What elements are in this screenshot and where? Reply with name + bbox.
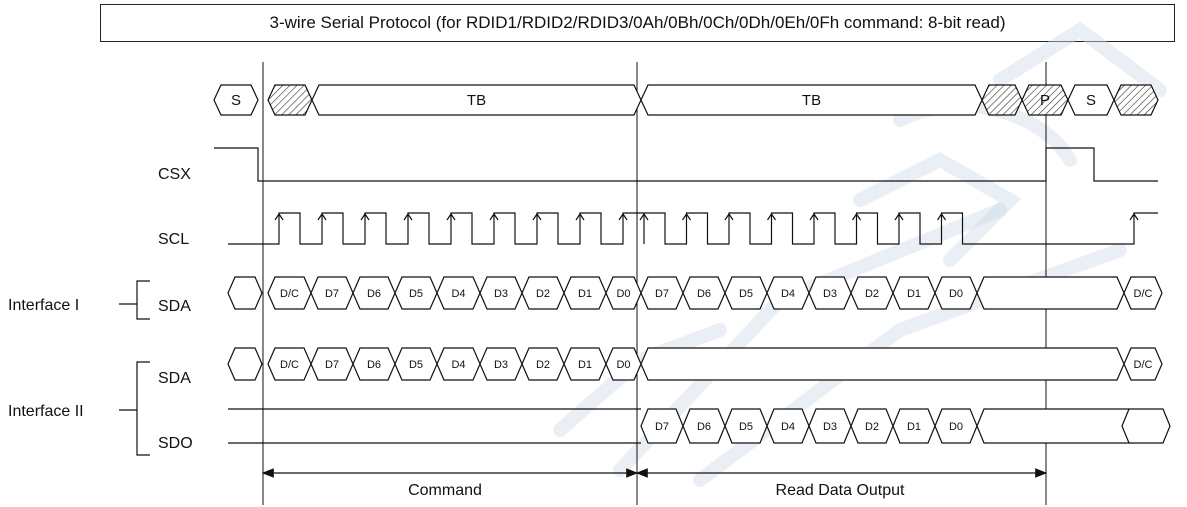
sda-interface-1-cmd-bit-label-7: D1 [578, 288, 592, 300]
sda-interface-2-cmd-bit-label-0: D/C [280, 359, 299, 371]
bus-hatched-cell-1 [267, 84, 313, 116]
sdo-read-bit-label-3: D4 [781, 421, 795, 433]
sda-interface-1-cmd-bit-label-8: D0 [616, 288, 630, 300]
sda-interface-1-cmd-bit-label-0: D/C [280, 288, 299, 300]
sda-interface-1-read-bit-label-1: D6 [697, 288, 711, 300]
scl-rising-edge-arrow-1 [317, 212, 327, 221]
bus-start-cell [213, 84, 259, 116]
sda-interface-1-trailing-label: D/C [1134, 288, 1153, 300]
sdo-idle-cell [976, 408, 1137, 444]
sda-interface-1-read-bit-label-6: D1 [907, 288, 921, 300]
bus-start-label: S [231, 92, 241, 109]
bus-hatched-cell-3 [1113, 84, 1159, 116]
scl-rising-edge-arrow-10 [682, 212, 691, 221]
sdo-read-bit-label-4: D3 [823, 421, 837, 433]
diagram-title: 3-wire Serial Protocol (for RDID1/RDID2/… [100, 4, 1175, 42]
sdo-read-bit-label-5: D2 [865, 421, 879, 433]
csx-waveform [214, 147, 1158, 182]
sdo-read-bit-label-6: D1 [907, 421, 921, 433]
signal-label-scl: SCL [158, 231, 190, 248]
scl-rising-edge-arrow-12 [767, 212, 776, 221]
interface-label-1: Interface I [8, 297, 80, 314]
scl-rising-edge-arrow-5 [489, 212, 499, 221]
read-phase-label: Read Data Output [776, 482, 906, 499]
signal-label-sda-interface-2: SDA [158, 370, 191, 387]
scl-rising-edge-arrow-2 [360, 212, 370, 221]
sda-interface-1-read-bit-label-2: D5 [739, 288, 753, 300]
sda-interface-1-read-bit-label-5: D2 [865, 288, 879, 300]
signal-label-csx: CSX [158, 166, 191, 183]
interface-2-bracket [136, 361, 150, 456]
sda-interface-2-cmd-bit-label-4: D4 [451, 359, 465, 371]
scl-rising-edge-arrow-16 [937, 212, 946, 221]
sdo-read-bit-label-0: D7 [655, 421, 669, 433]
sda-interface-2-trailing-label: D/C [1134, 359, 1153, 371]
bus-stop-label: P [1040, 92, 1050, 109]
bus-restart-label: S [1086, 92, 1096, 109]
sda-interface-2-leading-cell [227, 347, 263, 381]
bus-hatched-cell-2 [981, 84, 1023, 116]
sdo-read-bit-label-2: D5 [739, 421, 753, 433]
sda-interface-1-cmd-bit-label-5: D3 [494, 288, 508, 300]
sda-interface-1-cmd-bit-label-2: D6 [367, 288, 381, 300]
sda-interface-1-read-bit-label-3: D4 [781, 288, 795, 300]
scl-rising-edge-arrow-3 [403, 212, 413, 221]
bus-tb-label-2: TB [802, 92, 821, 109]
watermark-stroke-3 [853, 152, 1022, 267]
command-phase-label: Command [408, 482, 482, 499]
sda-interface-1-read-bit-label-0: D7 [655, 288, 669, 300]
interface-1-bracket [136, 280, 150, 320]
scl-rising-edge-arrow-9 [639, 212, 649, 221]
diagram-title-text: 3-wire Serial Protocol (for RDID1/RDID2/… [269, 13, 1006, 32]
sda-interface-1-leading-cell [227, 276, 263, 310]
scl-rising-edge-arrow-8 [618, 212, 628, 221]
sda-interface-2-idle-cell [640, 347, 1125, 381]
sda-interface-1-cmd-bit-label-6: D2 [536, 288, 550, 300]
signal-label-sdo: SDO [158, 435, 193, 452]
sdo-read-bit-label-1: D6 [697, 421, 711, 433]
scl-rising-edge-arrow-6 [532, 212, 542, 221]
scl-rising-edge-arrow-11 [724, 212, 734, 221]
sda-interface-1-read-bit-label-7: D0 [949, 288, 963, 300]
sda-interface-1-cmd-bit-label-3: D5 [409, 288, 423, 300]
scl-rising-edge-arrow-15 [894, 212, 904, 221]
signal-label-sda-interface-1: SDA [158, 298, 191, 315]
sda-interface-1-idle-cell [976, 276, 1125, 310]
sda-interface-2-cmd-bit-label-3: D5 [409, 359, 423, 371]
sda-interface-1-read-bit-label-4: D3 [823, 288, 837, 300]
scl-rising-edge-arrow-13 [809, 212, 819, 221]
scl-rising-edge-arrow-7 [575, 212, 585, 221]
sda-interface-2-cmd-bit-label-5: D3 [494, 359, 508, 371]
watermark-stroke-2 [993, 21, 1167, 97]
sda-interface-1-trailing-cell [1123, 276, 1163, 310]
scl-rising-edge-arrow-0 [274, 212, 284, 221]
scl-rising-edge-arrow-17 [1129, 212, 1139, 221]
interface-label-2: Interface II [8, 403, 84, 420]
sda-interface-1-cmd-bit-label-1: D7 [325, 288, 339, 300]
scl-rising-edge-arrow-14 [852, 212, 861, 221]
watermark-stroke-5 [553, 323, 727, 437]
sda-interface-2-cmd-bit-label-6: D2 [536, 359, 550, 371]
sda-interface-2-cmd-bit-label-8: D0 [616, 359, 630, 371]
sda-interface-2-cmd-bit-label-7: D1 [578, 359, 592, 371]
sda-interface-2-cmd-bit-label-2: D6 [367, 359, 381, 371]
sdo-read-bit-label-7: D0 [949, 421, 963, 433]
scl-rising-edge-arrow-4 [446, 212, 456, 221]
sdo-trailing-cell [1121, 408, 1171, 444]
sda-interface-2-cmd-bit-label-1: D7 [325, 359, 339, 371]
bus-tb-label-1: TB [467, 92, 486, 109]
sda-interface-1-cmd-bit-label-4: D4 [451, 288, 465, 300]
sda-interface-2-trailing-cell [1123, 347, 1163, 381]
